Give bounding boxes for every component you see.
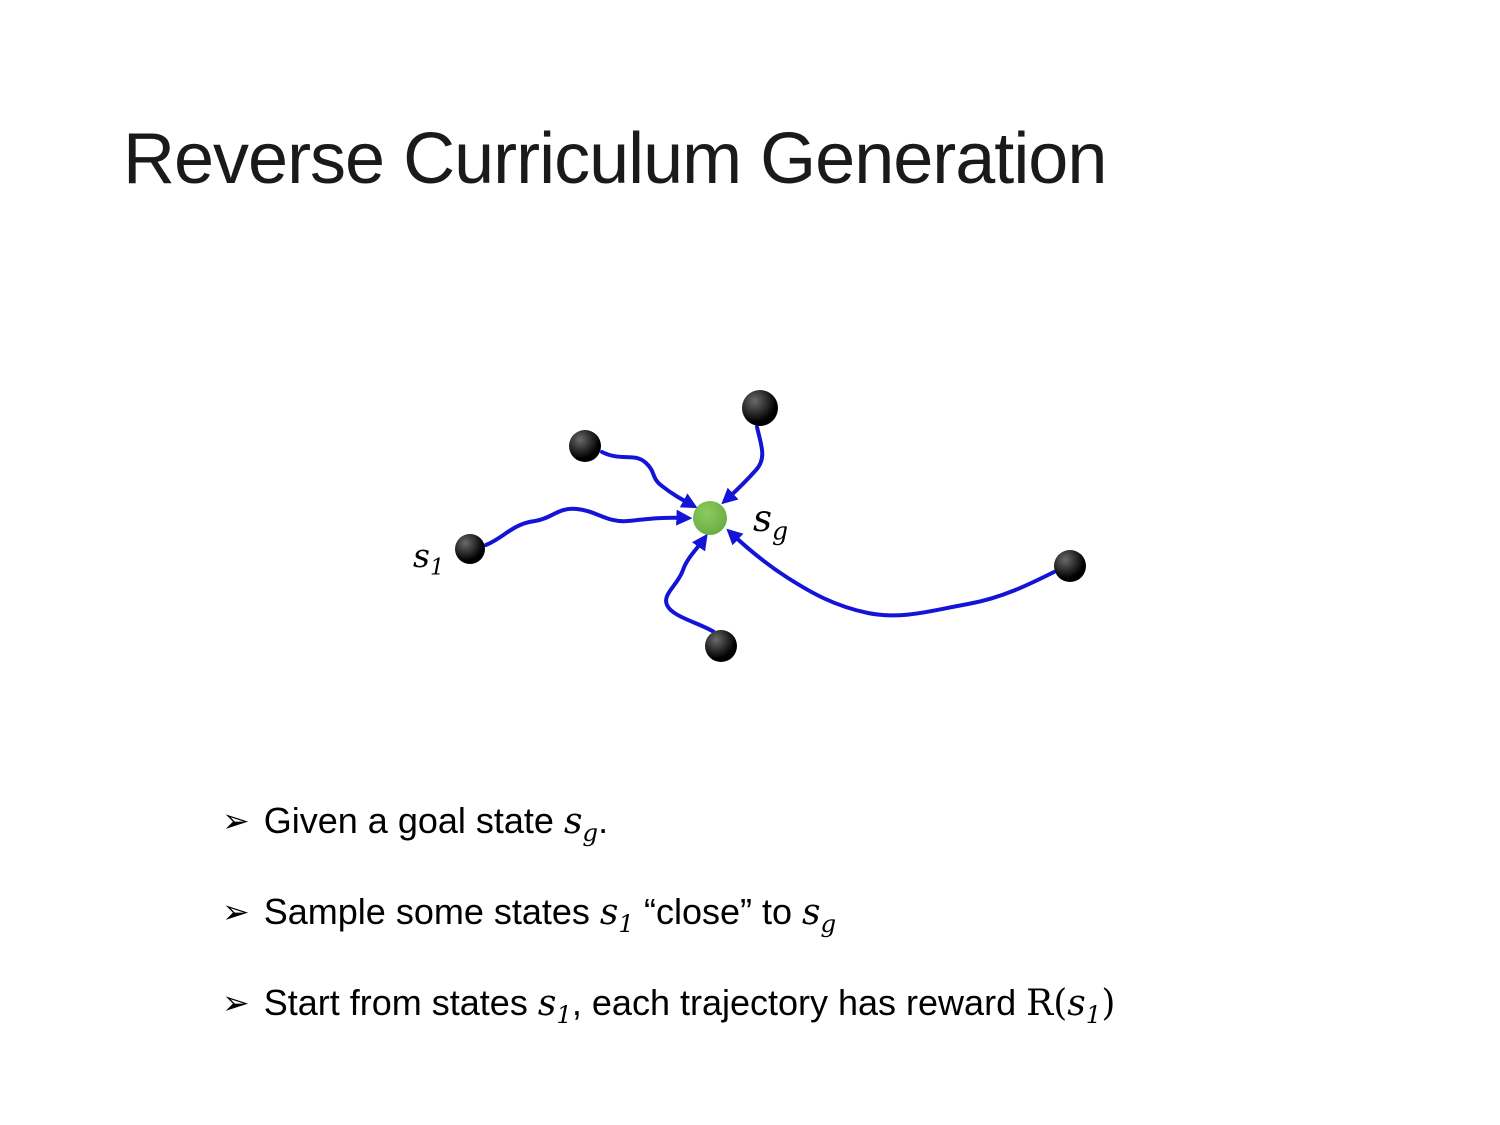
state-node-right xyxy=(1054,550,1086,582)
bullet3-math-s1-base: s xyxy=(537,983,557,1025)
start-state-label-base: s xyxy=(413,536,430,575)
bullet1-period: . xyxy=(598,800,609,841)
start-state-label-sub: 1 xyxy=(429,554,445,581)
trajectory-from-bottom-state xyxy=(664,533,716,634)
bullet1-text: Given a goal state xyxy=(263,800,564,841)
bullet3-math-s1b-base: s xyxy=(1067,983,1086,1025)
trajectory-from-s1-state xyxy=(484,506,693,547)
bullet3-text-b: , each trajectory has reward xyxy=(571,982,1027,1024)
bullet3-reward-open: R( xyxy=(1026,983,1068,1025)
bullet2-math-sg-base: s xyxy=(802,892,821,934)
bullet-arrow-icon: ➢ xyxy=(222,803,250,840)
bullet-list: ➢Given a goal state sg. ➢Sample some sta… xyxy=(222,800,1422,1074)
bullet2-text-b: “close” to xyxy=(633,891,803,933)
state-node-s1 xyxy=(455,534,485,564)
state-node-upper-left xyxy=(569,430,601,462)
bullet-item-2: ➢Sample some states s1 “close” to sg xyxy=(222,891,1422,938)
trajectory-from-right-state xyxy=(726,528,1056,618)
start-state-label: s1 xyxy=(413,536,444,581)
bullet1-math-sg-sub: g xyxy=(582,818,599,848)
state-node-top xyxy=(742,390,778,426)
slide-title: Reverse Curriculum Generation xyxy=(123,119,1107,199)
trajectory-from-upper-left-state xyxy=(600,450,698,509)
goal-node xyxy=(693,501,727,535)
bullet-item-3: ➢Start from states s1, each trajectory h… xyxy=(222,982,1422,1029)
bullet-item-1: ➢ Given a goal state sg. xyxy=(222,800,1422,847)
bullet-arrow-icon: ➢ xyxy=(222,894,250,932)
bullet1-math-sg-base: s xyxy=(563,801,583,842)
bullet3-text-a: Start from states xyxy=(263,982,538,1024)
goal-state-label: sg xyxy=(753,497,788,545)
bullet2-math-s1-sub: 1 xyxy=(618,909,634,939)
goal-state-label-base: s xyxy=(753,497,772,540)
bullet3-math-s1b-sub: 1 xyxy=(1085,1000,1102,1030)
trajectory-from-top-state xyxy=(721,425,765,505)
goal-state-label-sub: g xyxy=(772,516,789,546)
bullet3-math-s1-sub: 1 xyxy=(556,1000,572,1030)
bullet3-reward-close: ) xyxy=(1101,983,1116,1025)
bullet2-text-a: Sample some states xyxy=(263,891,600,933)
bullet-arrow-icon: ➢ xyxy=(222,985,250,1023)
bullet2-math-sg-sub: g xyxy=(820,909,837,939)
bullet2-math-s1-base: s xyxy=(599,892,619,934)
state-node-bottom xyxy=(705,630,737,662)
